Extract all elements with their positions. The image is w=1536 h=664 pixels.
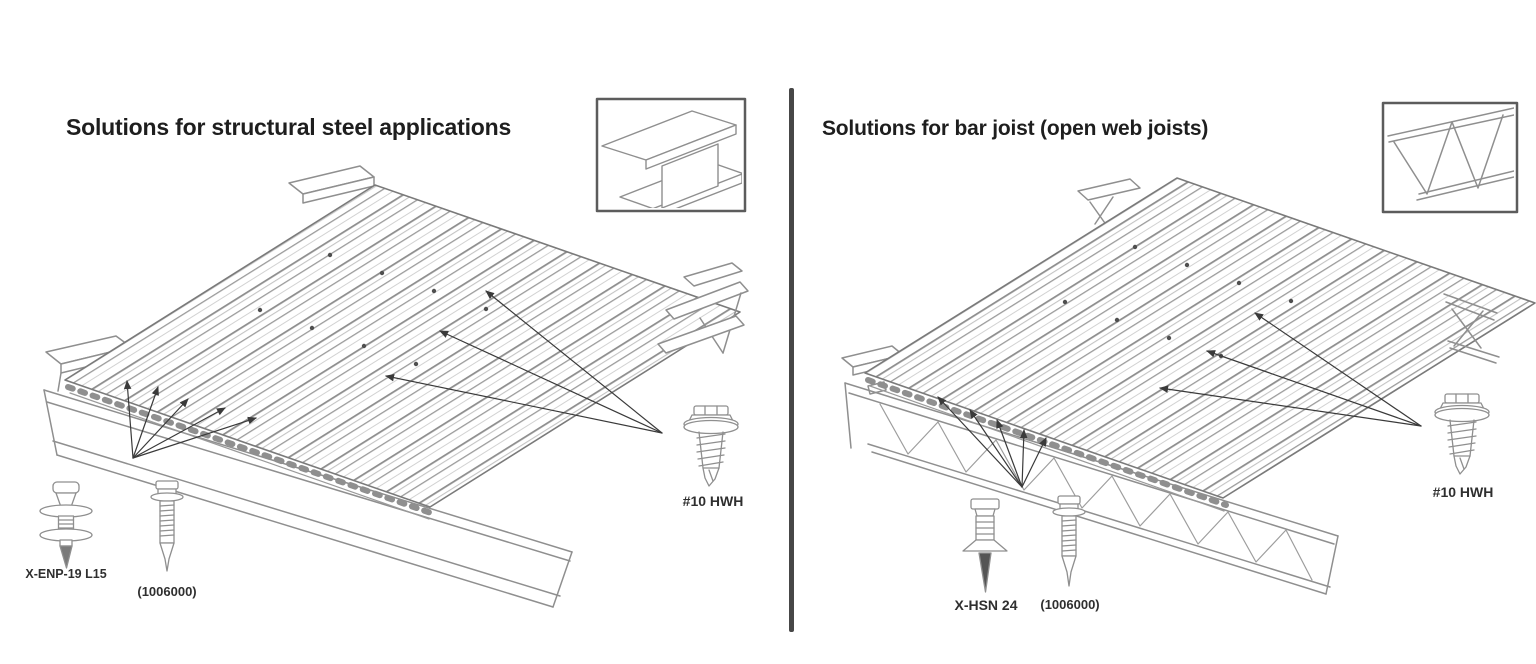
arrow-fan-sidelap-screws (385, 290, 663, 434)
corrugated-deck (64, 184, 741, 520)
bar-joist-back-end-right (1443, 293, 1500, 364)
fastener-label-x-enp: X-ENP-19 L15 (25, 567, 107, 581)
hwh-screw-icon-right (1434, 393, 1490, 475)
steel-beam-back-end-right (657, 262, 749, 354)
bar-joist-inset (1381, 101, 1519, 214)
i-beam-inset-icon (601, 110, 742, 208)
fastener-label-screw-left: (1006000) (137, 584, 197, 599)
hex-screw-icon-right (1052, 495, 1086, 587)
arrow-fan-sidelap-screws (1159, 312, 1422, 427)
fastener-label-hwh-left: #10 HWH (682, 493, 744, 509)
fastener-label-x-hsn: X-HSN 24 (954, 597, 1018, 613)
fastener-dots (257, 252, 489, 367)
panel-divider (789, 88, 794, 632)
corrugated-deck (864, 177, 1536, 512)
bar-joist-inset-icon (1387, 107, 1514, 201)
fastener-label-screw-right: (1006000) (1040, 597, 1100, 612)
right-panel-title: Solutions for bar joist (open web joists… (822, 117, 1209, 140)
hex-screw-icon-left (150, 480, 184, 572)
bar-joist-back-end-left (1077, 178, 1141, 227)
left-panel-title: Solutions for structural steel applicati… (66, 114, 512, 140)
right-panel-illustration (841, 101, 1536, 595)
hwh-screw-icon-left (683, 405, 739, 487)
fastener-label-hwh-right: #10 HWH (1432, 484, 1494, 500)
arrow-fan-deck-fasteners (123, 380, 257, 459)
x-hsn-nail-icon (962, 498, 1008, 593)
x-enp-nail-icon (39, 481, 93, 569)
left-panel-illustration (39, 97, 749, 608)
steel-beam-back-end-left (288, 165, 375, 204)
i-beam-inset (595, 97, 747, 213)
arrow-fan-deck-fasteners (937, 396, 1047, 488)
